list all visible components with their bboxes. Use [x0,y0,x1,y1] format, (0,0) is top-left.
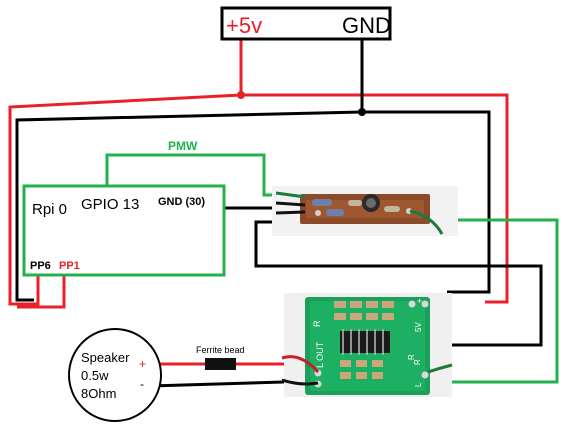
speaker-impedance: 8Ohm [81,386,116,401]
rpi-title: Rpi 0 [32,201,67,218]
amp-ic-chip [340,331,390,353]
rpi-gpio-label: GPIO 13 [81,196,139,213]
pwm-label: PMW [168,139,198,153]
speaker-minus-label: - [140,377,144,391]
rpi-box [22,184,226,277]
rpi-gnd-pin-label: GND (30) [158,196,205,208]
junction-5v [237,91,245,99]
ferrite-bead [205,358,236,370]
power-rail-box [220,6,392,41]
wire-gnd-black-left [15,110,363,302]
filter-board [272,186,458,236]
resistor-4 [384,206,400,212]
resistor-2 [326,209,344,216]
amp-label-5v: 5V [414,322,423,332]
wire-filter-out-green [425,218,559,384]
gnd-label: GND [342,13,391,38]
amp-label-r-bottom: R [407,354,416,360]
speaker-plus-label: + [139,357,146,371]
speaker-circle [68,328,162,422]
wire-5v-red [239,38,509,304]
wire-filter-gnd-black [254,220,543,347]
resistor-1 [312,199,332,206]
amp-label-l-out: L OUT [315,341,325,368]
vplus-label: +5v [226,13,262,38]
wire-pp1-red [17,272,66,309]
rpi-pp1-label: PP1 [59,260,80,272]
speaker-power: 0.5w [81,368,109,383]
speaker-title: Speaker [81,350,130,365]
amp-label-r-side: R [413,359,422,365]
amp-label-l-side: L [414,382,423,387]
ferrite-label: Ferrite bead [196,345,245,355]
resistor-3 [348,200,362,206]
rpi-pp6-label: PP6 [30,260,51,272]
wire-5v-red-to-pp6 [8,93,242,306]
amp-label-plus: + [417,296,422,306]
wire-gnd-black [360,38,491,294]
junction-gnd [358,108,366,116]
amp-label-r-top: R [312,320,322,327]
amplifier-board: R L OUT R + 5V R L [281,293,453,397]
